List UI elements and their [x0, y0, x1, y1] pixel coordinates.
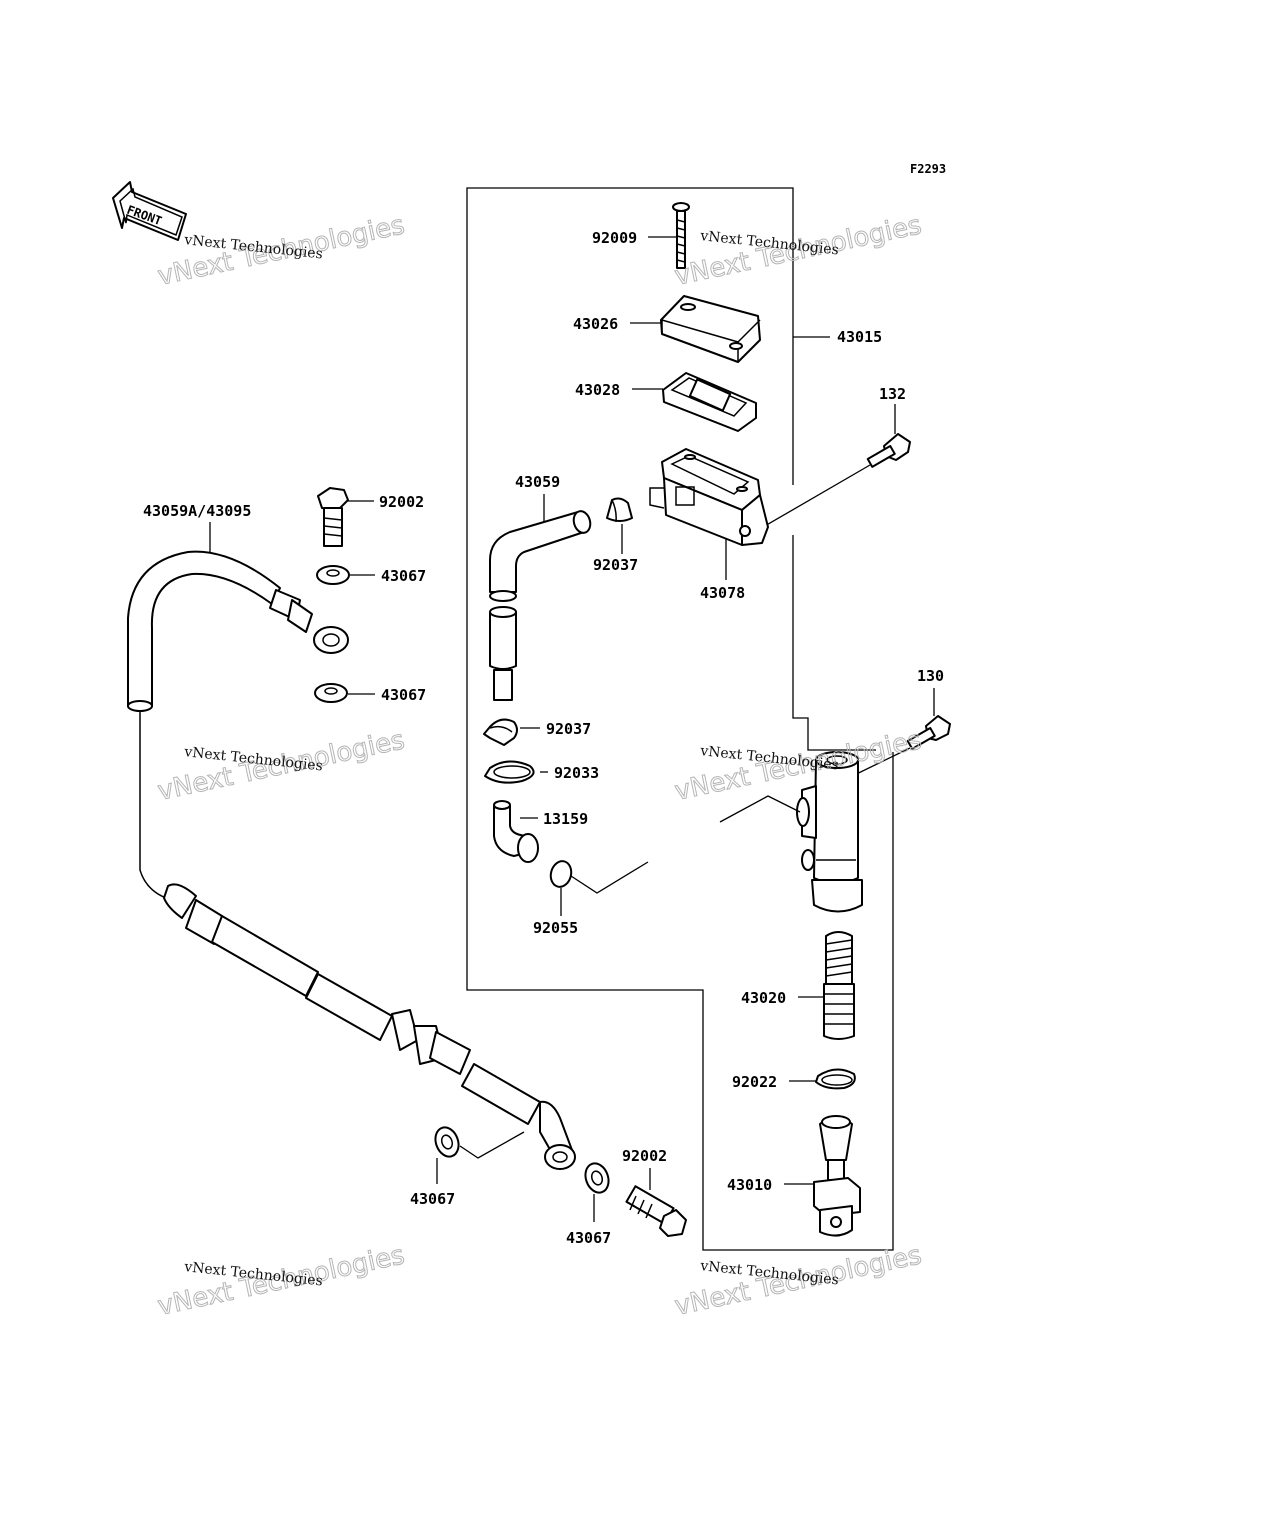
label-43067-b: 43067 [381, 686, 426, 704]
label-92002-bottom: 92002 [622, 1147, 667, 1165]
circlip-92022 [815, 1068, 856, 1090]
label-132: 132 [879, 385, 906, 403]
bolt-130 [906, 715, 951, 750]
diaphragm-43028 [662, 372, 757, 432]
circlip-92033 [484, 760, 535, 784]
label-43059: 43059 [515, 473, 560, 491]
label-43026: 43026 [573, 315, 618, 333]
assembly-boundary [466, 187, 894, 1251]
diagram-code: F2293 [910, 162, 946, 176]
cap-43026 [660, 295, 761, 363]
clip-92037-bottom [483, 718, 518, 746]
label-43028: 43028 [575, 381, 620, 399]
assembly-boundary-inner [792, 535, 876, 751]
push-rod-43010 [813, 1115, 861, 1237]
label-92037-bottom: 92037 [546, 720, 591, 738]
watermark-3: vNext Technologies vNext Technologies [155, 725, 408, 808]
reservoir-43078 [649, 448, 769, 546]
washer-43067-a [316, 565, 350, 585]
front-arrow-icon: FRONT [112, 181, 187, 241]
screw-92009 [672, 202, 690, 269]
washer-43067-d [584, 1162, 610, 1194]
label-92002-top: 92002 [379, 493, 424, 511]
banjo-bolt-92002-top [317, 487, 349, 547]
label-13159: 13159 [543, 810, 588, 828]
master-cylinder-body [796, 751, 863, 913]
label-130: 130 [917, 667, 944, 685]
label-43067-d: 43067 [566, 1229, 611, 1247]
label-43020: 43020 [741, 989, 786, 1007]
bolt-132 [866, 433, 911, 468]
label-43078: 43078 [700, 584, 745, 602]
brake-hose-43059A [127, 550, 576, 1170]
washer-43067-c [434, 1126, 460, 1158]
label-43010: 43010 [727, 1176, 772, 1194]
watermark-2: vNext Technologies vNext Technologies [672, 210, 925, 293]
watermark-6: vNext Technologies vNext Technologies [672, 1240, 925, 1323]
clip-92037-top [606, 497, 633, 523]
label-92033: 92033 [554, 764, 599, 782]
watermark-4: vNext Technologies vNext Technologies [672, 725, 925, 808]
watermark-1: vNext Technologies vNext Technologies [155, 210, 408, 293]
washer-43067-b [314, 683, 348, 703]
label-43059A: 43059A/43095 [143, 502, 251, 520]
label-43067-c: 43067 [410, 1190, 455, 1208]
label-92022: 92022 [732, 1073, 777, 1091]
watermark-5: vNext Technologies vNext Technologies [155, 1240, 408, 1323]
fitting-13159 [493, 800, 539, 863]
label-92009: 92009 [592, 229, 637, 247]
label-43067-a: 43067 [381, 567, 426, 585]
spring-piston-43020 [823, 931, 855, 1040]
label-92037-top: 92037 [593, 556, 638, 574]
label-92055: 92055 [533, 919, 578, 937]
banjo-bolt-92002-bottom [625, 1185, 687, 1237]
label-43015: 43015 [837, 328, 882, 346]
oring-92055 [549, 860, 573, 888]
hose-43059 [489, 510, 592, 701]
